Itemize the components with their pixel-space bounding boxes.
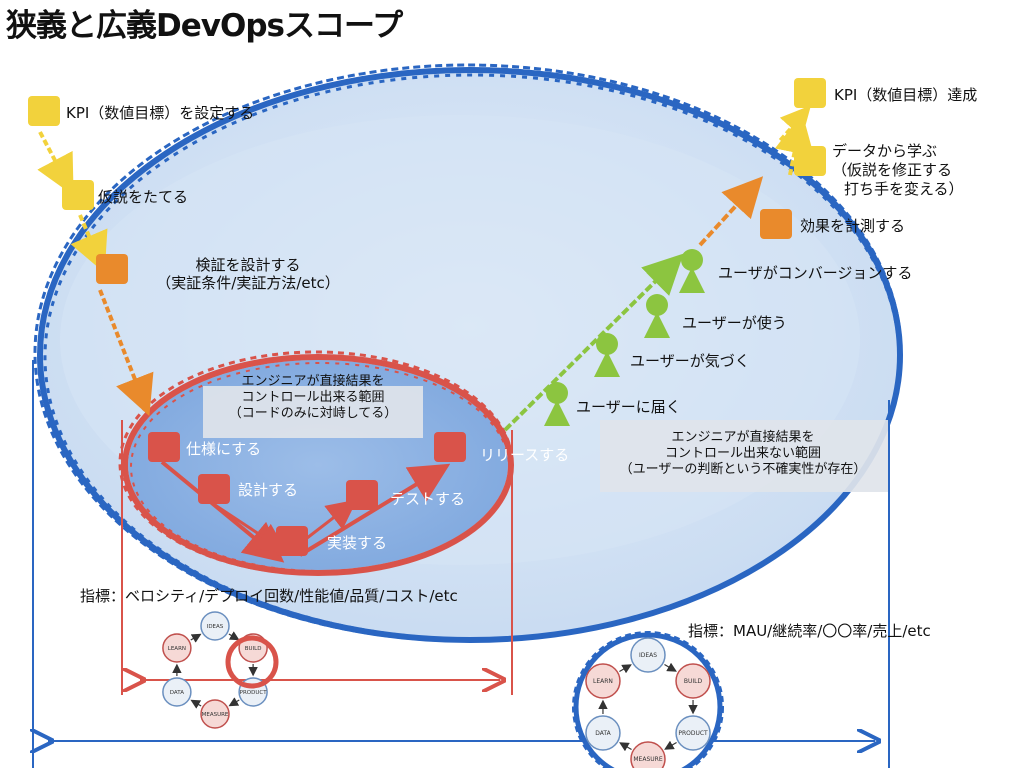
verify-design-line2: （実証条件/実証方法/etc） bbox=[156, 274, 340, 292]
use-label: ユーザーが使う bbox=[682, 314, 787, 332]
cycle-node-product bbox=[675, 715, 711, 751]
kpi-achieve-label: KPI（数値目標）達成 bbox=[834, 86, 978, 104]
cycle-label-product: PRODUCT bbox=[678, 730, 708, 737]
narrow-caption-line3: （コードのみに対峙してる） bbox=[228, 406, 398, 421]
kpi-set-node bbox=[28, 96, 60, 126]
measure-effect-label: 効果を計測する bbox=[800, 217, 906, 235]
broad-cycle-ring-outer bbox=[572, 631, 724, 768]
cycle-label-data: DATA bbox=[595, 730, 611, 737]
narrow-caption-line2: コントロール出来る範囲 bbox=[241, 390, 385, 405]
arrow-design-to-implement bbox=[214, 503, 288, 553]
broad-scope-caption: エンジニアが直接結果を コントロール出来ない範囲 （ユーザーの判断という不確実性… bbox=[584, 430, 902, 478]
convert-label: ユーザがコンバージョンする bbox=[718, 264, 913, 282]
kpi-achieve-node bbox=[794, 78, 826, 108]
cycle-label-build: BUILD bbox=[245, 646, 262, 652]
cycle-label-learn: LEARN bbox=[168, 646, 186, 652]
learn-line2: （仮説を修正する bbox=[832, 161, 953, 179]
cycle-arrow bbox=[190, 699, 202, 709]
verify-design-line1: 検証を設計する bbox=[195, 256, 301, 274]
narrow-metrics-label: 指標：ベロシティ/デプロイ回数/性能値/品質/コスト/etc bbox=[80, 587, 458, 605]
cycle-arrow bbox=[664, 740, 677, 750]
release-node bbox=[434, 432, 466, 462]
cycle-label-data: DATA bbox=[170, 690, 184, 696]
user-convert-icon bbox=[679, 249, 705, 293]
verify-design-node bbox=[96, 254, 128, 284]
hypothesis-node bbox=[62, 180, 94, 210]
cycle-arrow bbox=[228, 631, 240, 641]
learn-label: データから学ぶ （仮説を修正する 打ち手を変える） bbox=[832, 142, 964, 199]
cycle-arrow bbox=[190, 633, 202, 643]
broad-scope-border bbox=[33, 63, 903, 643]
learn-line1: データから学ぶ bbox=[832, 142, 938, 160]
broad-caption-box bbox=[600, 420, 888, 492]
arrow-release-to-convert bbox=[503, 253, 684, 432]
cycle-node-ideas bbox=[200, 611, 230, 641]
cycle-node-ideas bbox=[630, 637, 666, 673]
arrow-convert-to-effect bbox=[698, 176, 764, 247]
design-node bbox=[198, 474, 230, 504]
cycle-label-product: PRODUCT bbox=[240, 690, 268, 696]
cycle-arrow bbox=[228, 697, 240, 707]
measure-effect-node bbox=[760, 209, 792, 239]
broad-caption-line1: エンジニアが直接結果を bbox=[671, 430, 815, 445]
spec-label: 仕様にする bbox=[186, 440, 262, 458]
cycle-label-ideas: IDEAS bbox=[639, 652, 657, 659]
cycle-node-data bbox=[162, 677, 192, 707]
test-label: テストする bbox=[390, 490, 466, 508]
build-highlight-ring bbox=[225, 635, 279, 689]
spec-node bbox=[148, 432, 180, 462]
arrow-learn-to-kpi bbox=[778, 105, 811, 141]
arrow-implement-to-release bbox=[298, 463, 451, 557]
user-reach-icon bbox=[544, 382, 570, 426]
cycle-label-measure: MEASURE bbox=[633, 756, 662, 763]
cycle-node-data bbox=[585, 715, 621, 751]
learn-line3: 打ち手を変える） bbox=[844, 180, 964, 198]
broad-caption-line3: （ユーザーの判断という不確実性が存在） bbox=[619, 462, 867, 477]
design-label: 設計する bbox=[238, 481, 299, 499]
build-measure-learn-cycle-small: IDEAS BUILD PRODUCT MEASURE DATA LEARN bbox=[162, 611, 268, 729]
page-title: 狭義と広義DevOpsスコープ bbox=[6, 8, 403, 44]
hypothesis-label: 仮説をたてる bbox=[98, 188, 189, 206]
user-use-icon bbox=[644, 294, 670, 338]
learn-node bbox=[794, 146, 826, 176]
implement-label: 実装する bbox=[327, 534, 388, 552]
narrow-scope-caption: エンジニアが直接結果を コントロール出来る範囲 （コードのみに対峙してる） bbox=[203, 374, 423, 422]
cycle-node-measure bbox=[630, 741, 666, 768]
notice-label: ユーザーが気づく bbox=[630, 352, 750, 370]
implement-node bbox=[276, 526, 308, 556]
cycle-node-learn bbox=[162, 633, 192, 663]
cycle-arrow bbox=[619, 742, 632, 752]
cycle-arrow bbox=[619, 664, 632, 674]
test-node bbox=[346, 480, 378, 510]
broad-caption-line2: コントロール出来ない範囲 bbox=[664, 446, 821, 461]
cycle-node-learn bbox=[585, 663, 621, 699]
broad-metrics-label: 指標：MAU/継続率/〇〇率/売上/etc bbox=[688, 622, 931, 640]
reach-label: ユーザーに届く bbox=[576, 398, 681, 416]
release-label: リリースする bbox=[480, 446, 570, 464]
cycle-node-build bbox=[675, 663, 711, 699]
build-measure-learn-cycle-large: IDEAS BUILD PRODUCT MEASURE DATA LEARN bbox=[585, 637, 711, 768]
cycle-arrow bbox=[664, 662, 677, 672]
narrow-caption-box bbox=[203, 386, 423, 438]
cycle-node-measure bbox=[200, 699, 230, 729]
verify-design-label: 検証を設計する （実証条件/実証方法/etc） bbox=[138, 256, 358, 292]
arrow-verify-to-spec bbox=[98, 289, 154, 417]
cycle-label-learn: LEARN bbox=[593, 678, 613, 685]
cycle-label-measure: MEASURE bbox=[202, 712, 229, 718]
kpi-set-label: KPI（数値目標）を設定する bbox=[66, 104, 255, 122]
user-notice-icon bbox=[594, 333, 620, 377]
arrow-kpi-to-hypothesis bbox=[37, 131, 74, 196]
cycle-label-ideas: IDEAS bbox=[207, 624, 224, 630]
narrow-caption-line1: エンジニアが直接結果を bbox=[241, 374, 385, 389]
cycle-label-build: BUILD bbox=[684, 678, 703, 685]
